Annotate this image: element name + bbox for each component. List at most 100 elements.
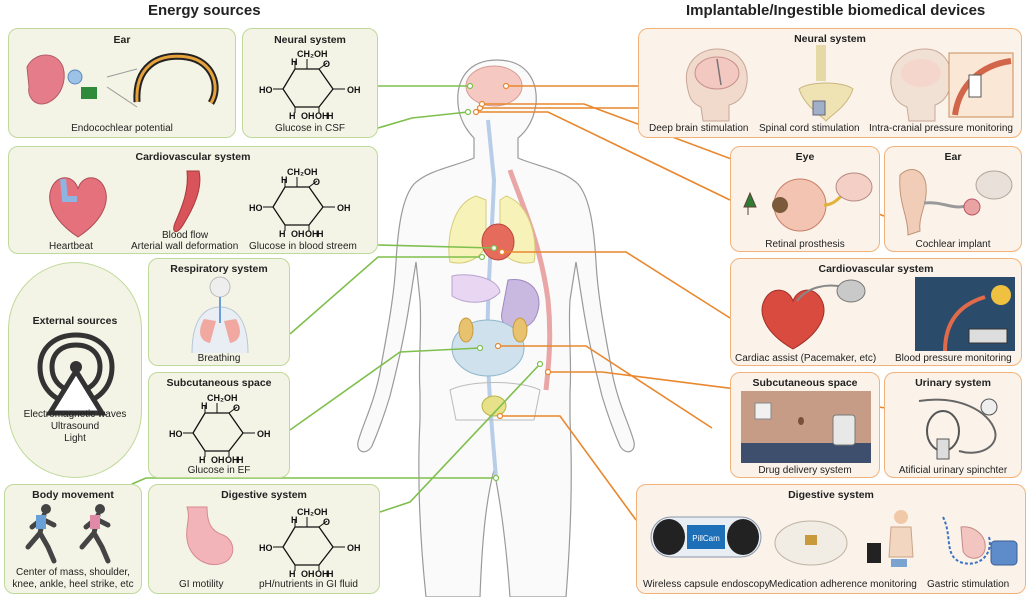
right-cardio-title: Cardiovascular system [818,263,934,275]
gi-motility-caption: GI motility [179,579,224,590]
pillcam-label: PillCam [692,534,720,543]
right-subcutaneous-title: Subcutaneous space [752,377,858,389]
left-cardio-title: Cardiovascular system [135,151,251,163]
glucose-atom-label: H [289,569,296,579]
glucose-atom-label: CH₂OH [297,49,328,59]
glucose-atom-label: H [199,455,206,465]
left-subcutaneous-caption: Glucose in EF [187,465,251,476]
body-movement-line-1: Center of mass, shoulder, [16,567,130,578]
gastric-stimulator-icon [942,516,1018,566]
heart-icon [49,177,107,238]
right-cardio-box: Cardiovascular system Cardiac assist (Pa… [730,258,1022,366]
stomach [501,279,540,330]
bp-monitor-caption: Blood pressure monitoring [895,353,1012,364]
artery-icon [173,170,201,232]
urinary-box: Urinary system Atificial urinary spincht… [884,372,1022,478]
glucose-atom-label: OH [315,111,329,121]
ingestible-sensor-icon [774,520,848,566]
glucose-bond [228,406,238,414]
gastric-caption: Gastric stimulation [927,579,1010,590]
glucose-atom-label: OH [291,229,305,239]
connection-dots [464,82,544,482]
devices-heading: Implantable/Ingestible biomedical device… [686,2,986,19]
respiratory-caption: Breathing [197,353,241,364]
glucose-atom-label: CH₂OH [287,167,318,177]
adherence-caption: Medication adherence monitoring [769,579,917,590]
glucose-bond [318,62,328,70]
blood-flow-caption: Blood flow [162,230,209,241]
glucose-atom-label: HO [249,203,263,213]
icp-caption: Intra-cranial pressure monitoring [869,123,1013,134]
glucose-atom-label: HO [259,85,273,95]
external-sources-title: External sources [32,315,118,327]
glucose-atom-label: OH [347,85,361,95]
heartbeat-caption: Heartbeat [49,241,93,252]
stomach-icon [186,506,234,566]
glucose-atom-label: H [327,569,334,579]
glucose-ring [282,526,334,566]
body-movement-line-2: knee, ankle, heel strike, etc [12,579,134,590]
icp-monitor-icon [890,48,1014,122]
bp-monitor-icon [915,277,1015,352]
left-ear-title: Ear [113,34,131,46]
eye-title: Eye [795,151,815,163]
adherence-monitor-icon [867,510,914,567]
wireless-signal-icon [37,332,115,416]
lungs-icon [191,276,249,354]
glucose-atom-label: OH [257,429,271,439]
glucose-atom-label: OH [305,229,319,239]
glucose-ring [192,412,244,452]
spinal-cord-icon [798,45,854,122]
right-digestive-title: Digestive system [788,489,874,501]
body-movement-title: Body movement [32,489,114,501]
respiratory-box: Respiratory system Breathing [148,258,290,366]
left-digestive-title: Digestive system [221,489,307,501]
glucose-atom-label: H [201,401,208,411]
glucose-atom-label: H [281,175,288,185]
left-ear-caption: Endocochlear potential [71,123,173,134]
glucose-atom-label: H [237,455,244,465]
spinal-cord-caption: Spinal cord stimulation [759,123,860,134]
glucose-atom-label: O [323,517,330,527]
capsule-caption: Wireless capsule endoscopy [643,579,770,590]
eye-caption: Retinal prosthesis [765,239,845,250]
right-ear-box: Ear Cochlear implant [884,146,1022,252]
glucose-atom-label: O [313,177,320,187]
glucose-atom-label: O [233,403,240,413]
glucose-atom-label: H [327,111,334,121]
bladder [481,395,507,417]
pelvis [449,382,541,421]
right-ear-title: Ear [944,151,962,163]
external-line-3: Light [64,433,86,444]
runners-icon [25,504,111,564]
body-movement-box: Body movement Center of mass, shoulder, … [4,484,142,594]
external-line-1: Electromagnetic waves [23,409,127,420]
glucose-atom-label: H [279,229,286,239]
glucose-atom-label: OH [211,455,225,465]
arterial-wall-caption: Arterial wall deformation [131,241,239,252]
eye-box: Eye Retinal prosthesis [730,146,880,252]
left-subcutaneous-title: Subcutaneous space [166,377,272,389]
glucose-atom-label: H [317,229,324,239]
urinary-title: Urinary system [915,377,991,389]
kidney-right [512,317,528,343]
right-ear-caption: Cochlear implant [915,239,991,250]
glucose-atom-label: H [291,57,298,67]
glucose-atom-label: H [291,515,298,525]
artery [507,169,553,391]
right-neural-box: Neural system Deep brain stimulation Spi… [638,28,1022,138]
right-subcutaneous-box: Subcutaneous space Drug delivery system [730,372,880,478]
urinary-caption: Atificial urinary spinchter [898,465,1008,476]
left-neural-caption: Glucose in CSF [274,123,346,134]
left-cardio-box: Cardiovascular system Heartbeat Blood fl… [8,146,378,254]
drug-delivery-icon [741,391,871,463]
